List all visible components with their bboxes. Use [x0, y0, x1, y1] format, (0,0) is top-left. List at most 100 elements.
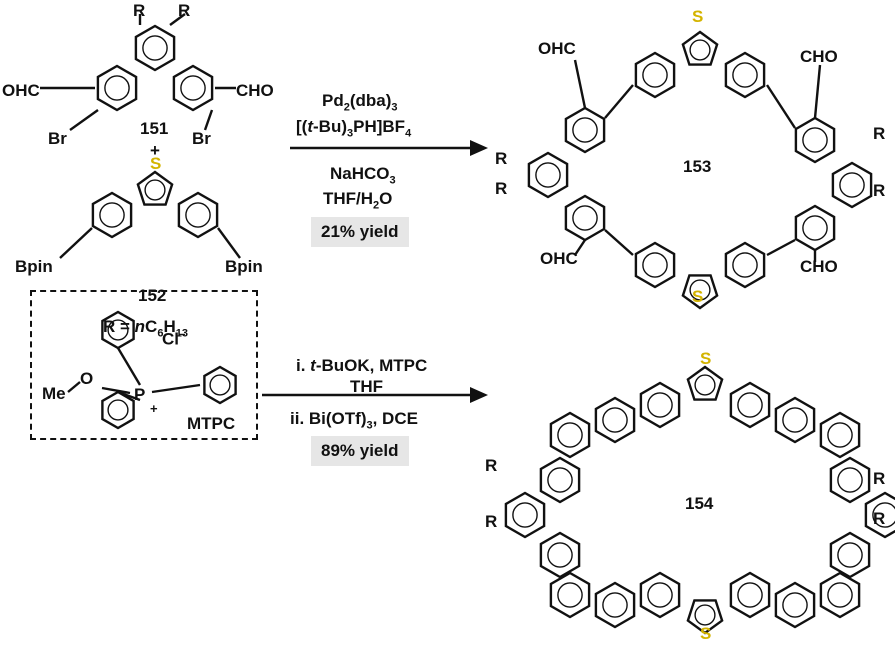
- base-text: NaHCO3: [330, 164, 396, 187]
- thiophene-ring: [681, 30, 719, 66]
- aromatic-ring-circle: [694, 374, 716, 396]
- compound-label-151: 151: [140, 119, 169, 138]
- aromatic-ring-circle: [572, 117, 598, 143]
- step2-line1: i. t-BuOK, MTPC: [296, 356, 428, 375]
- yield-badge: 89% yield: [311, 436, 409, 466]
- benzene-ring: [724, 241, 766, 289]
- bond: [101, 386, 131, 395]
- aromatic-ring-circle: [802, 127, 828, 153]
- aromatic-ring-circle: [107, 399, 129, 421]
- aromatic-ring-circle: [732, 252, 758, 278]
- benzene-ring: [829, 456, 871, 504]
- phosphorus-atom: P: [134, 385, 146, 404]
- bond: [765, 84, 797, 129]
- benzene-ring: [172, 64, 214, 112]
- benzene-ring: [504, 491, 546, 539]
- substituent-r: R: [873, 181, 886, 200]
- benzene-ring: [864, 491, 895, 539]
- benzene-ring: [527, 151, 569, 199]
- aromatic-ring-circle: [802, 215, 828, 241]
- thiophene-ring: [686, 599, 724, 635]
- benzene-ring: [594, 581, 636, 629]
- bond: [116, 347, 142, 386]
- aromatic-ring-circle: [99, 202, 125, 228]
- benzene-ring: [774, 581, 816, 629]
- substituent-r: R: [873, 509, 886, 528]
- thiophene-ring: [136, 170, 174, 206]
- aromatic-ring-circle: [782, 407, 808, 433]
- substituent-r: R: [495, 179, 508, 198]
- bond: [573, 59, 587, 109]
- aromatic-ring-circle: [782, 592, 808, 618]
- mtpc-label: MTPC: [187, 414, 236, 433]
- aromatic-ring-circle: [737, 582, 763, 608]
- benzene-ring: [549, 411, 591, 459]
- benzene-ring: [203, 365, 237, 405]
- substituent-r: R: [178, 1, 191, 20]
- benzene-ring: [794, 116, 836, 164]
- bond: [59, 227, 93, 259]
- aldehyde-group: OHC: [538, 39, 576, 58]
- aldehyde-group: OHC: [2, 81, 40, 100]
- aromatic-ring-circle: [512, 502, 538, 528]
- bromo-group: Br: [48, 129, 67, 148]
- benzene-ring: [101, 390, 135, 430]
- benzene-ring: [91, 191, 133, 239]
- sulfur-atom: S: [692, 287, 704, 306]
- compound-label-153: 153: [683, 157, 712, 176]
- step2-line2: ii. Bi(OTf)3, DCE: [290, 409, 418, 432]
- benzene-ring: [724, 51, 766, 99]
- aromatic-ring-circle: [144, 179, 166, 201]
- benzene-ring: [774, 396, 816, 444]
- aldehyde-group: CHO: [800, 257, 838, 276]
- aromatic-ring-circle: [602, 592, 628, 618]
- aromatic-ring-circle: [827, 422, 853, 448]
- bond: [69, 109, 99, 131]
- benzene-ring: [729, 381, 771, 429]
- bond: [766, 238, 796, 257]
- aromatic-ring-circle: [737, 392, 763, 418]
- aromatic-ring-circle: [837, 467, 863, 493]
- sulfur-atom: S: [700, 349, 712, 368]
- positive-charge: +: [150, 401, 158, 416]
- aromatic-ring-circle: [642, 62, 668, 88]
- aldehyde-group: CHO: [800, 47, 838, 66]
- bond: [574, 239, 586, 256]
- bond: [169, 13, 186, 26]
- bond: [604, 84, 634, 119]
- aromatic-ring-circle: [839, 172, 865, 198]
- aromatic-ring-circle: [827, 582, 853, 608]
- aromatic-ring-circle: [689, 279, 711, 301]
- aromatic-ring-circle: [142, 35, 168, 61]
- benzene-ring: [634, 51, 676, 99]
- methyl-label: Me: [42, 384, 66, 403]
- benzene-ring: [729, 571, 771, 619]
- benzene-ring: [564, 106, 606, 154]
- r-definition: R = nC6H13: [103, 317, 188, 340]
- aromatic-ring-circle: [209, 374, 231, 396]
- benzene-ring: [831, 161, 873, 209]
- bond: [813, 64, 822, 119]
- benzene-ring: [819, 411, 861, 459]
- sulfur-atom: S: [700, 624, 712, 643]
- benzene-ring: [639, 571, 681, 619]
- ligand-text: [(t-Bu)3PH]BF4: [296, 117, 412, 140]
- aromatic-ring-circle: [572, 205, 598, 231]
- benzene-ring: [539, 456, 581, 504]
- benzene-ring: [539, 531, 581, 579]
- bond: [604, 229, 634, 256]
- aromatic-ring-circle: [872, 502, 895, 528]
- benzene-ring: [819, 571, 861, 619]
- benzene-ring: [564, 194, 606, 242]
- bpin-group: Bpin: [15, 257, 53, 276]
- chloride-counterion: Cl−: [162, 329, 186, 349]
- aromatic-ring-circle: [180, 75, 206, 101]
- benzene-ring: [639, 381, 681, 429]
- aromatic-ring-circle: [557, 422, 583, 448]
- catalyst-text: Pd2(dba)3: [322, 91, 398, 114]
- thiophene-ring: [681, 274, 719, 310]
- benzene-ring: [634, 241, 676, 289]
- aromatic-ring-circle: [107, 319, 129, 341]
